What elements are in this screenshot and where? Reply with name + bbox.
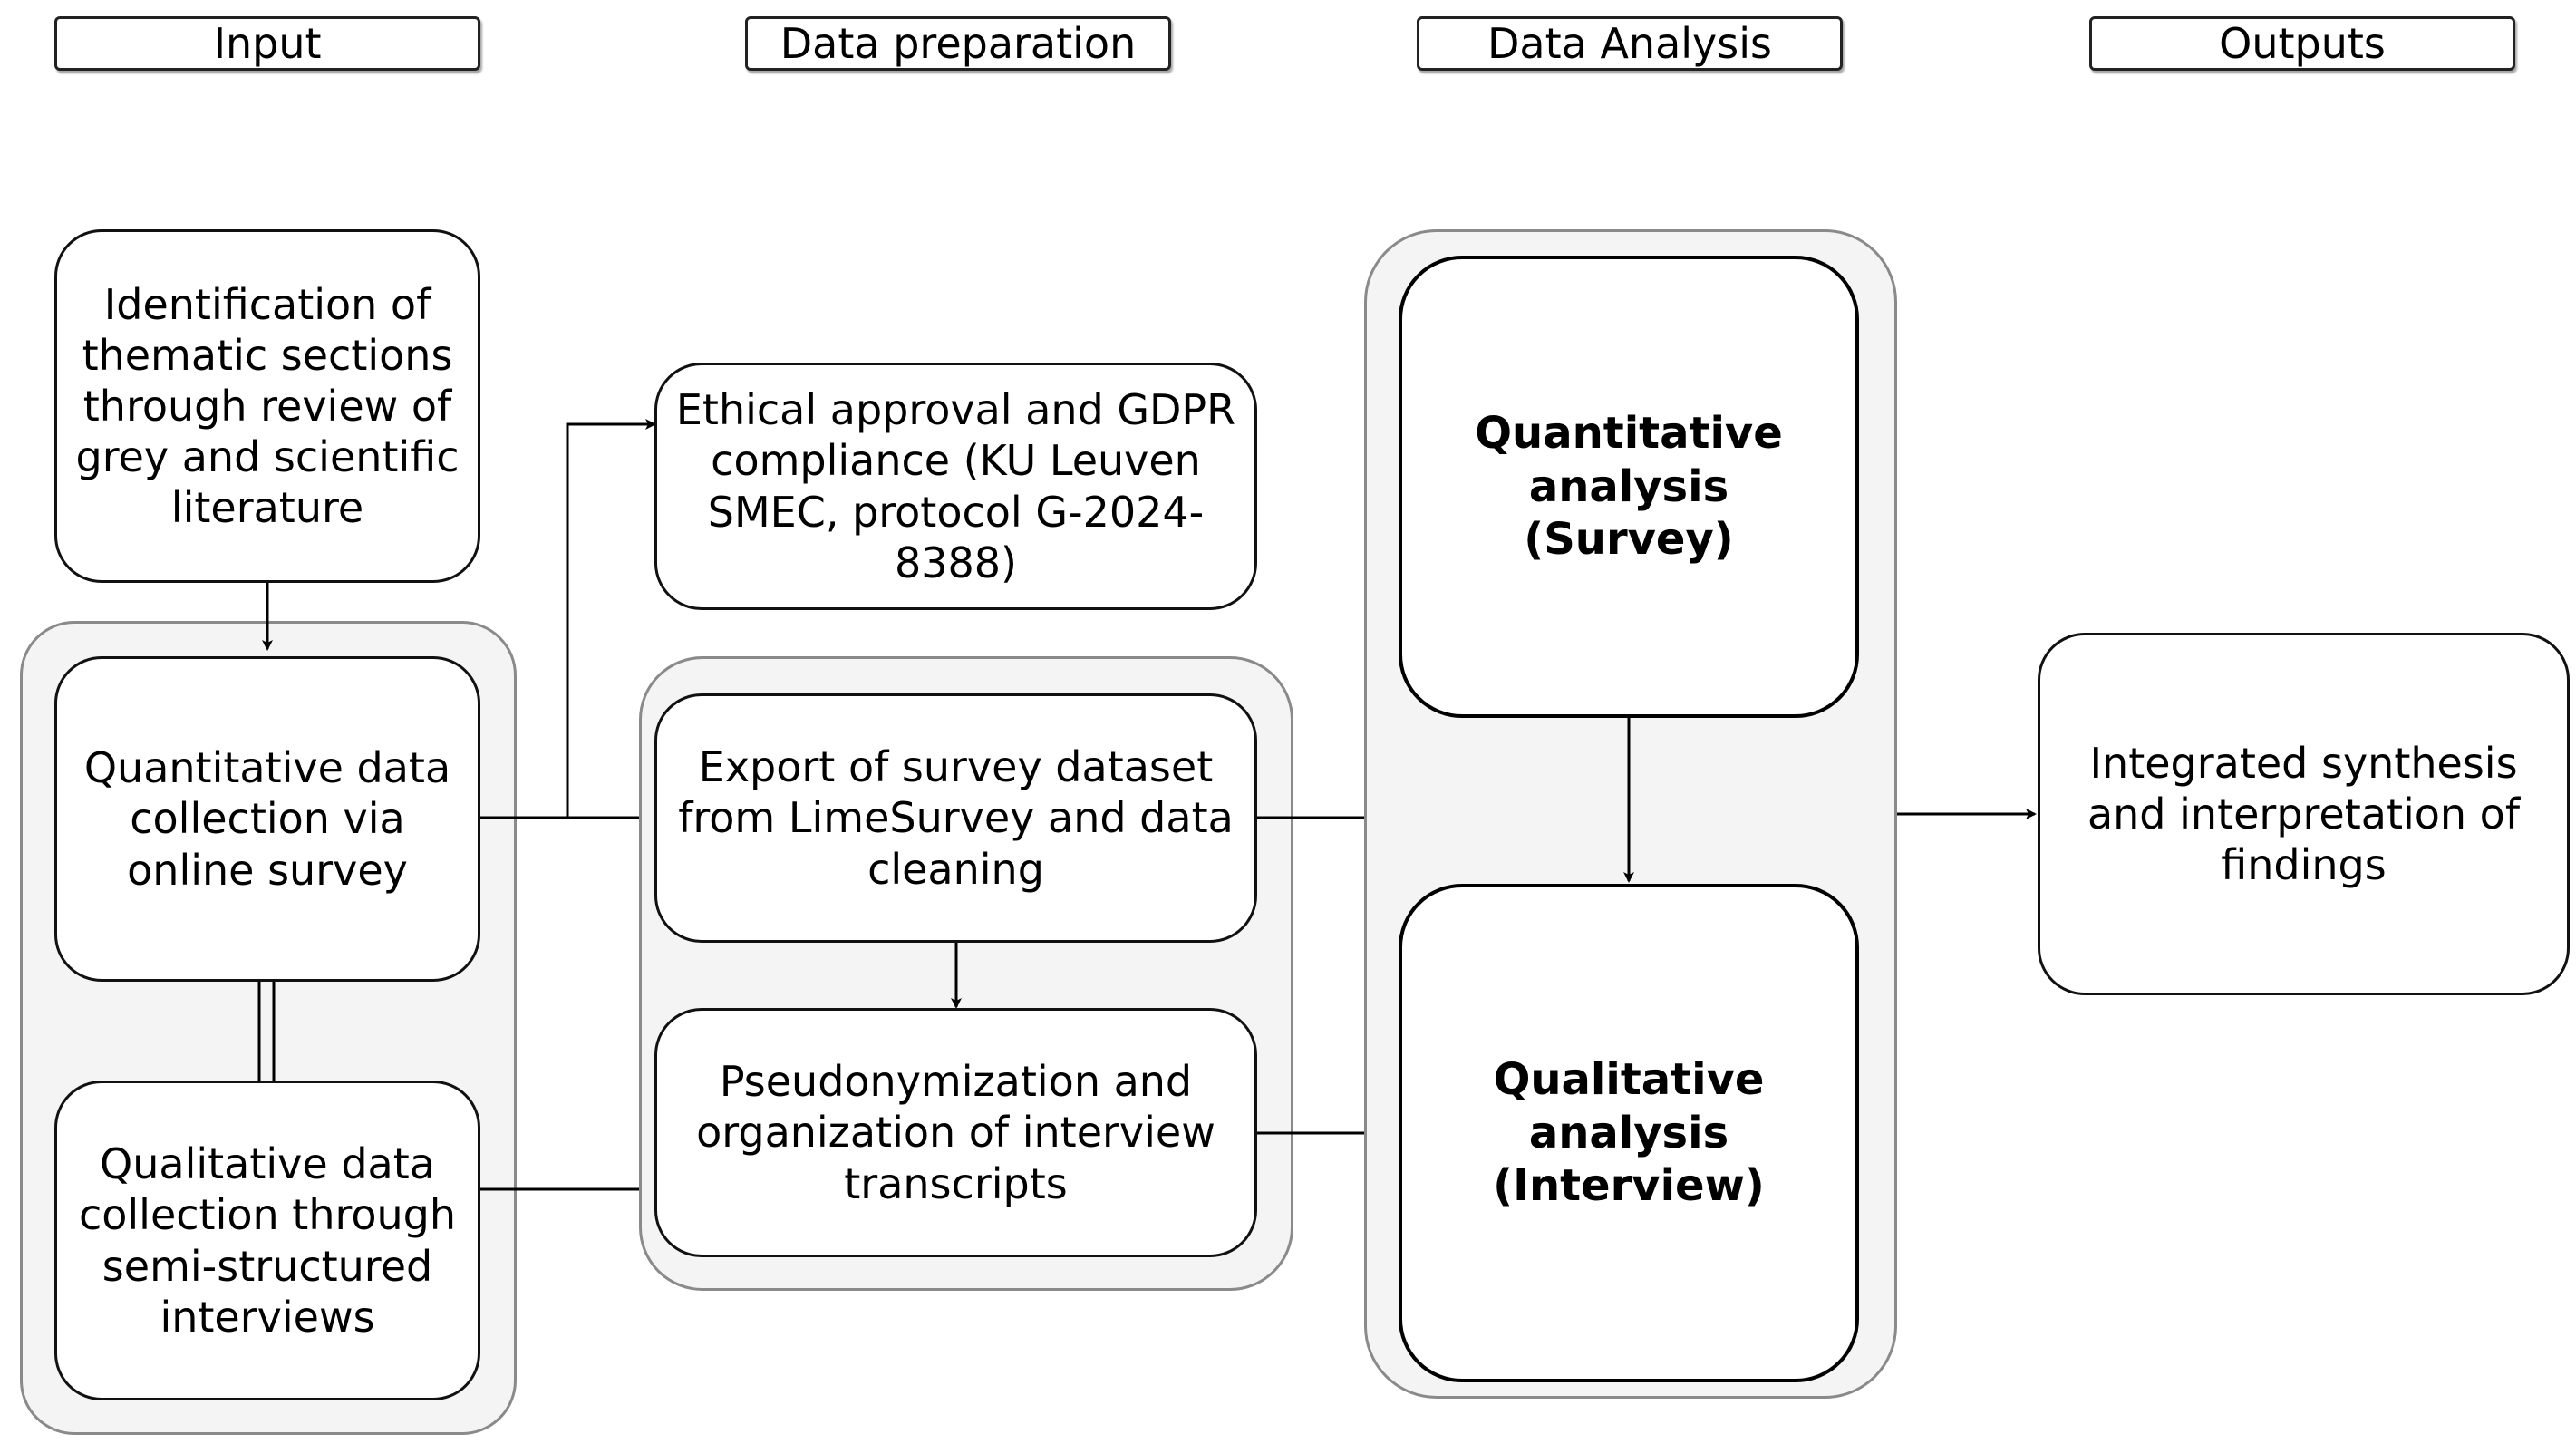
header-data-preparation: Data preparation [745,16,1171,71]
header-outputs: Outputs [2089,16,2515,71]
ethical-approval-gdpr: Ethical approval and GDPR compliance (KU… [654,363,1257,610]
header-data-analysis: Data Analysis [1417,16,1843,71]
header-input: Input [54,16,480,71]
arrow-survey-to-ethics [566,419,656,818]
integrated-synthesis-findings: Integrated synthesis and interpretation … [2038,633,2570,995]
qualitative-data-collection: Qualitative data collection through semi… [54,1081,480,1400]
quantitative-analysis-survey: Quantitative analysis (Survey) [1399,256,1859,718]
quantitative-data-collection: Quantitative data collection via online … [54,656,480,982]
export-survey-dataset: Export of survey dataset from LimeSurvey… [654,693,1257,943]
identification-thematic-sections: Identification of thematic sections thro… [54,229,480,583]
qualitative-analysis-interview: Qualitative analysis (Interview) [1399,884,1859,1382]
pseudonymization-transcripts: Pseudonymization and organization of int… [654,1008,1257,1257]
